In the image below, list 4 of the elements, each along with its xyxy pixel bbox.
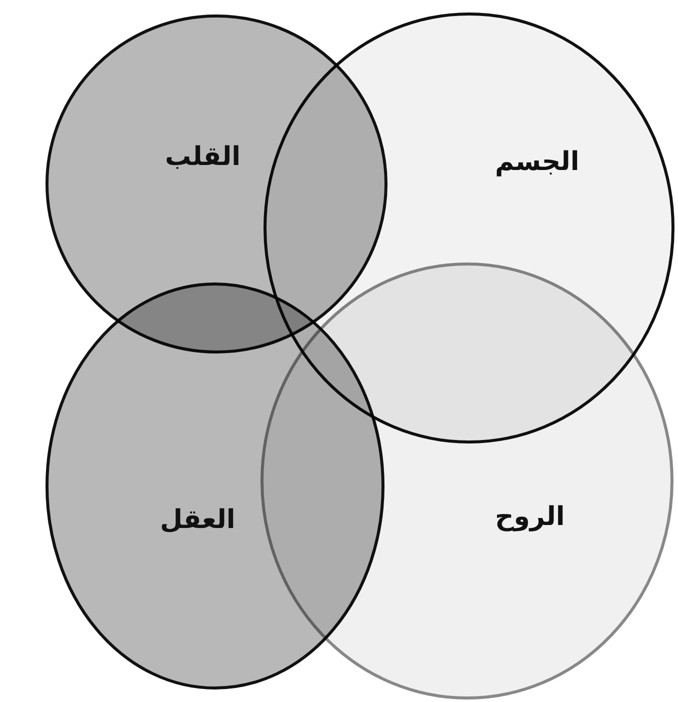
circle-label: الجسم — [495, 147, 580, 177]
circle-label: العقل — [160, 505, 236, 535]
circle-label: الروح — [495, 502, 565, 532]
circle-label: القلب — [165, 142, 241, 172]
